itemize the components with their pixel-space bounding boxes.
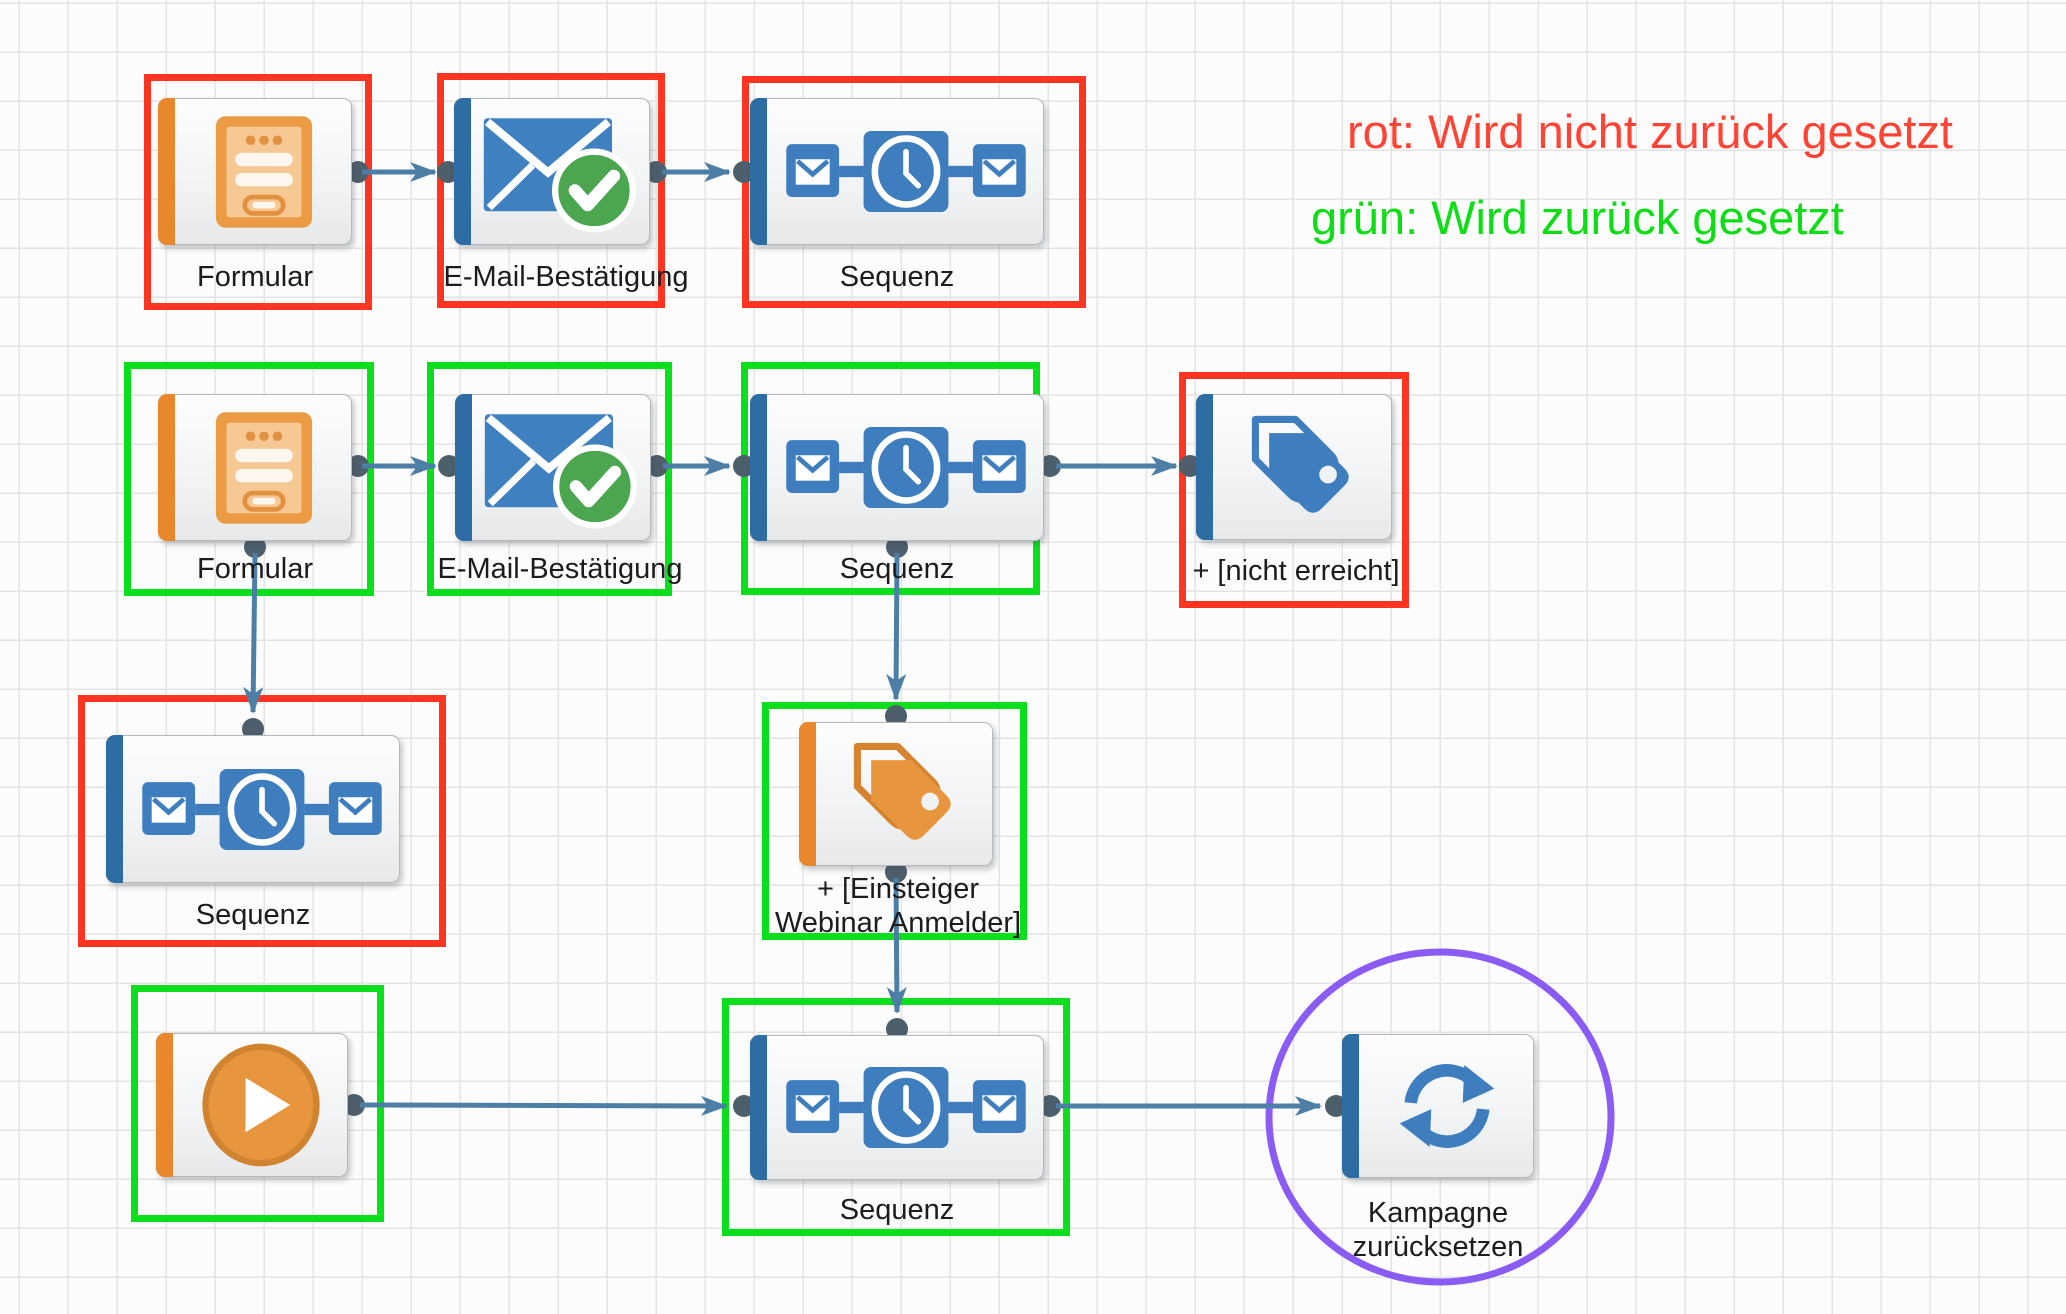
port-in-sequenz-4[interactable]: [733, 1095, 755, 1117]
node-color-bar: [158, 98, 175, 245]
port-in-email-1[interactable]: [437, 161, 459, 183]
legend-red-note: rot: Wird nicht zurück gesetzt: [1347, 105, 1953, 158]
node-label-tag-einsteiger: + [Einsteiger Webinar Anmelder]: [775, 872, 1021, 940]
tag-icon: [853, 742, 951, 840]
form-icon: [215, 115, 312, 228]
port-out-formular-1[interactable]: [347, 161, 369, 183]
port-out-sequenz-4[interactable]: [1039, 1095, 1061, 1117]
node-email-1[interactable]: [454, 98, 650, 245]
node-kampagne-reset[interactable]: [1342, 1034, 1534, 1178]
annotation-box-green-formular-2: [124, 362, 374, 596]
port-out-sequenz-2[interactable]: [1039, 455, 1061, 477]
port-top-sequenz-4[interactable]: [886, 1018, 908, 1040]
node-color-bar: [1342, 1034, 1359, 1178]
connection-formular2-sequenz3[interactable]: [243, 552, 264, 714]
port-out-email-2[interactable]: [646, 455, 668, 477]
node-color-bar: [158, 394, 175, 541]
port-bottom-tag-einsteiger[interactable]: [885, 861, 907, 883]
port-in-sequenz-2[interactable]: [733, 455, 755, 477]
email-check-icon: [483, 117, 636, 232]
node-sequenz-2[interactable]: [750, 394, 1044, 541]
node-label-tag-nicht-erreicht: + [nicht erreicht]: [1192, 555, 1400, 587]
node-sequenz-1[interactable]: [750, 98, 1044, 245]
node-color-bar: [750, 98, 767, 245]
node-label-sequenz-2: Sequenz: [839, 553, 955, 585]
sequence-icon: [785, 426, 1026, 509]
sequence-icon: [785, 130, 1026, 213]
refresh-icon: [1399, 1064, 1494, 1148]
annotation-box-red-tag-nicht-erreicht: [1179, 372, 1409, 608]
port-out-formular-2[interactable]: [347, 455, 369, 477]
node-color-bar: [750, 1035, 767, 1180]
legend-green-note: grün: Wird zurück gesetzt: [1311, 191, 1844, 244]
node-color-bar: [799, 722, 816, 866]
node-formular-2[interactable]: [158, 394, 352, 541]
annotation-circle-kampagne-reset: [1265, 948, 1615, 1286]
port-in-sequenz-3[interactable]: [242, 718, 264, 740]
sequence-icon: [141, 768, 382, 850]
node-label-email-1: E-Mail-Bestätigung: [443, 261, 689, 293]
node-color-bar: [454, 98, 471, 245]
node-color-bar: [106, 735, 123, 883]
node-label-sequenz-4: Sequenz: [839, 1194, 955, 1226]
node-color-bar: [750, 394, 767, 541]
form-icon: [215, 411, 312, 524]
node-label-formular-1: Formular: [196, 261, 314, 293]
connection-tag-einsteiger-sequenz4[interactable]: [886, 877, 907, 1014]
connections: [243, 162, 1322, 1116]
port-in-email-2[interactable]: [438, 455, 460, 477]
port-out-email-1[interactable]: [645, 161, 667, 183]
connection-start-sequenz4[interactable]: [359, 1095, 728, 1116]
node-label-email-2: E-Mail-Bestätigung: [437, 553, 683, 585]
node-formular-1[interactable]: [158, 98, 352, 245]
tag-icon: [1251, 415, 1349, 513]
port-bottom-formular-2[interactable]: [244, 536, 266, 558]
node-email-2[interactable]: [455, 394, 651, 541]
node-start[interactable]: [156, 1033, 348, 1177]
node-label-line-2: Webinar Anmelder]: [774, 907, 1022, 939]
annotation-box-red-formular-1: [144, 74, 372, 310]
node-label-kampagne-reset: Kampagne zurücksetzen: [1353, 1196, 1524, 1264]
connection-sequenz2-tag-einsteiger[interactable]: [886, 552, 907, 701]
play-icon: [201, 1043, 320, 1167]
annotation-box-red-email-1: [437, 73, 665, 308]
annotation-box-red-sequenz-1: [742, 76, 1086, 308]
node-color-bar: [1196, 394, 1213, 540]
node-color-bar: [156, 1033, 173, 1177]
port-out-start[interactable]: [343, 1094, 365, 1116]
node-label-line-2: zurücksetzen: [1352, 1231, 1524, 1263]
ports: [242, 161, 1347, 1117]
node-sequenz-4[interactable]: [750, 1035, 1044, 1180]
port-in-tag-einsteiger[interactable]: [885, 705, 907, 727]
sequence-icon: [785, 1066, 1026, 1149]
port-in-kampagne-reset[interactable]: [1325, 1095, 1347, 1117]
node-tag-nicht-erreicht[interactable]: [1196, 394, 1392, 540]
node-color-bar: [455, 394, 472, 541]
port-in-tag-nicht-erreicht[interactable]: [1179, 455, 1201, 477]
email-check-icon: [484, 413, 637, 528]
node-label-line-1: Kampagne: [1367, 1197, 1509, 1229]
node-label-sequenz-3: Sequenz: [195, 899, 311, 931]
node-label-formular-2: Formular: [196, 553, 314, 585]
port-bottom-sequenz-2[interactable]: [886, 536, 908, 558]
node-sequenz-3[interactable]: [106, 735, 400, 883]
node-label-sequenz-1: Sequenz: [839, 261, 955, 293]
node-label-line-1: + [Einsteiger: [816, 873, 979, 905]
node-tag-einsteiger[interactable]: [799, 722, 993, 866]
port-in-sequenz-1[interactable]: [733, 161, 755, 183]
annotation-box-green-email-2: [427, 362, 672, 596]
